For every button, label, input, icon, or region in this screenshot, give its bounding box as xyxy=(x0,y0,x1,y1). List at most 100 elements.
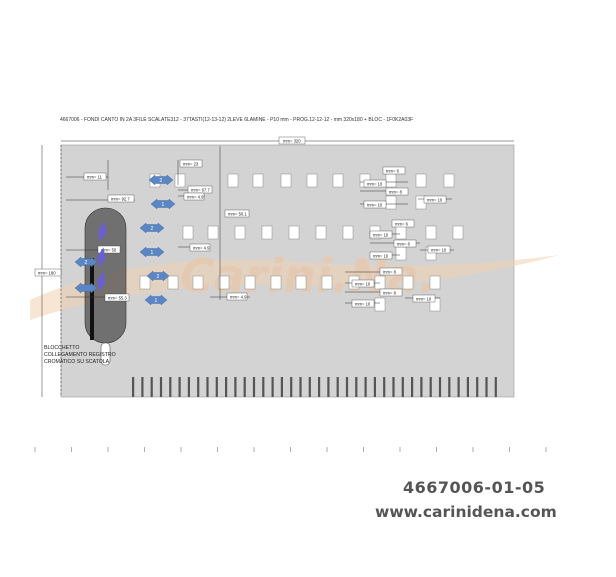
comb-tooth xyxy=(215,377,218,397)
comb-tooth xyxy=(271,377,274,397)
svg-text:mm= 6: mm= 6 xyxy=(397,242,411,247)
website-link[interactable]: www.carinidena.com xyxy=(375,503,557,521)
block-bar xyxy=(90,258,94,340)
comb-tooth xyxy=(392,377,395,397)
comb-tooth xyxy=(383,377,386,397)
comb-tooth xyxy=(290,377,293,397)
watermark-swoosh xyxy=(30,255,560,320)
dim-11: mm= 11 xyxy=(83,172,107,181)
svg-text:mm= 6: mm= 6 xyxy=(395,222,409,227)
comb-tooth xyxy=(336,377,339,397)
svg-text:mm= 10: mm= 10 xyxy=(367,203,383,208)
dim-r1a: mm= 6 xyxy=(382,166,406,175)
key-slot xyxy=(174,173,186,188)
svg-text:mm= 10: mm= 10 xyxy=(416,297,432,302)
svg-text:mm= 55.3: mm= 55.3 xyxy=(108,296,127,301)
key-slot xyxy=(234,225,246,240)
comb-tooth xyxy=(438,377,442,397)
dim-55-3: mm= 55.3 xyxy=(104,293,130,302)
dim-4-9-b: mm= 4.9 xyxy=(189,243,211,252)
key-slot xyxy=(321,275,333,290)
dim-r1c: mm= 8 xyxy=(385,187,409,196)
bottom-ticks xyxy=(34,447,547,452)
key-slot xyxy=(385,195,397,210)
key-slot xyxy=(415,173,427,188)
arrow-number: 1 xyxy=(155,298,158,304)
key-slot xyxy=(425,225,437,240)
comb-tooth xyxy=(197,377,200,397)
dim-r3c: mm= 8 xyxy=(379,288,403,297)
key-slot xyxy=(452,225,464,240)
note-line-1: BLOCCHETTO xyxy=(44,345,80,351)
svg-text:mm= 10: mm= 10 xyxy=(355,282,371,287)
svg-text:mm= 10: mm= 10 xyxy=(373,254,389,259)
svg-text:mm= 8: mm= 8 xyxy=(383,270,397,275)
comb-tooth xyxy=(355,377,358,397)
key-slot xyxy=(306,173,318,188)
svg-text:mm= 50: mm= 50 xyxy=(101,248,117,253)
comb-teeth xyxy=(132,377,497,397)
comb-tooth xyxy=(401,377,404,397)
svg-text:mm= 8: mm= 8 xyxy=(389,190,403,195)
comb-tooth xyxy=(448,377,451,397)
comb-tooth xyxy=(429,377,432,397)
key-slot xyxy=(252,173,264,188)
comb-tooth xyxy=(132,377,135,397)
diagonal-marker-3 xyxy=(97,271,106,292)
key-slot xyxy=(402,275,414,290)
key-slot xyxy=(167,275,179,290)
dim-r3a: mm= 8 xyxy=(379,267,403,276)
key-slot xyxy=(288,225,300,240)
arrow-number: 2 xyxy=(157,274,160,280)
diagonal-marker-1 xyxy=(98,221,107,242)
svg-text:mm= 10: mm= 10 xyxy=(431,248,447,253)
key-slot xyxy=(332,173,344,188)
part-code: 4667006-01-05 xyxy=(403,478,546,497)
dim-r3e: mm= 10 xyxy=(412,294,436,303)
comb-tooth xyxy=(141,377,144,397)
diagonal-markers xyxy=(97,221,107,292)
comb-tooth xyxy=(327,377,330,397)
key-slot xyxy=(429,275,441,290)
svg-text:mm= 10: mm= 10 xyxy=(367,182,383,187)
dim-r2e: mm= 10 xyxy=(427,245,451,254)
double-arrow: 1 xyxy=(150,198,176,210)
arrow-number: 2 xyxy=(151,226,154,232)
comb-tooth xyxy=(234,377,237,397)
dim-4-9-c: mm= 4.9 xyxy=(226,292,248,301)
comb-tooth xyxy=(262,377,265,397)
arrow-number: 1 xyxy=(162,202,165,208)
key-slot xyxy=(395,246,407,261)
double-arrow xyxy=(74,282,98,294)
svg-text:mm= 92.7: mm= 92.7 xyxy=(111,197,130,202)
comb-tooth xyxy=(243,377,246,397)
comb-tooth xyxy=(373,377,376,397)
block-note: BLOCCHETTO COLLEGAMENTO REGISTRO CROMATI… xyxy=(44,345,124,366)
dim-92-7: mm= 92.7 xyxy=(107,194,135,203)
comb-tooth xyxy=(169,377,172,397)
key-slot xyxy=(374,275,386,290)
dim-top-width: mm= 320 xyxy=(278,136,306,145)
svg-text:mm= 23: mm= 23 xyxy=(183,162,199,167)
note-line-2: COLLEGAMENTO REGISTRO xyxy=(44,352,116,358)
dim-r2c: mm= 6 xyxy=(393,239,417,248)
key-slot xyxy=(244,275,256,290)
svg-text:mm= 10: mm= 10 xyxy=(355,302,371,307)
comb-tooth xyxy=(178,377,181,397)
key-slot xyxy=(280,173,292,188)
comb-tooth xyxy=(318,377,321,397)
key-slot xyxy=(218,275,230,290)
comb-tooth xyxy=(299,377,302,397)
dim-r1e: mm= 10 xyxy=(423,195,447,204)
dim-4-9-a: mm= 4.9 xyxy=(183,192,205,201)
comb-tooth xyxy=(411,377,414,397)
svg-text:mm= 10: mm= 10 xyxy=(427,198,443,203)
double-arrow: 2 xyxy=(74,256,98,268)
double-arrow: 1 xyxy=(139,246,165,258)
dim-r1b: mm= 10 xyxy=(363,179,387,188)
note-line-3: CROMATICO SU SCATOLA xyxy=(44,359,110,365)
comb-tooth xyxy=(308,377,311,397)
svg-text:mm= 4.9: mm= 4.9 xyxy=(193,246,210,251)
